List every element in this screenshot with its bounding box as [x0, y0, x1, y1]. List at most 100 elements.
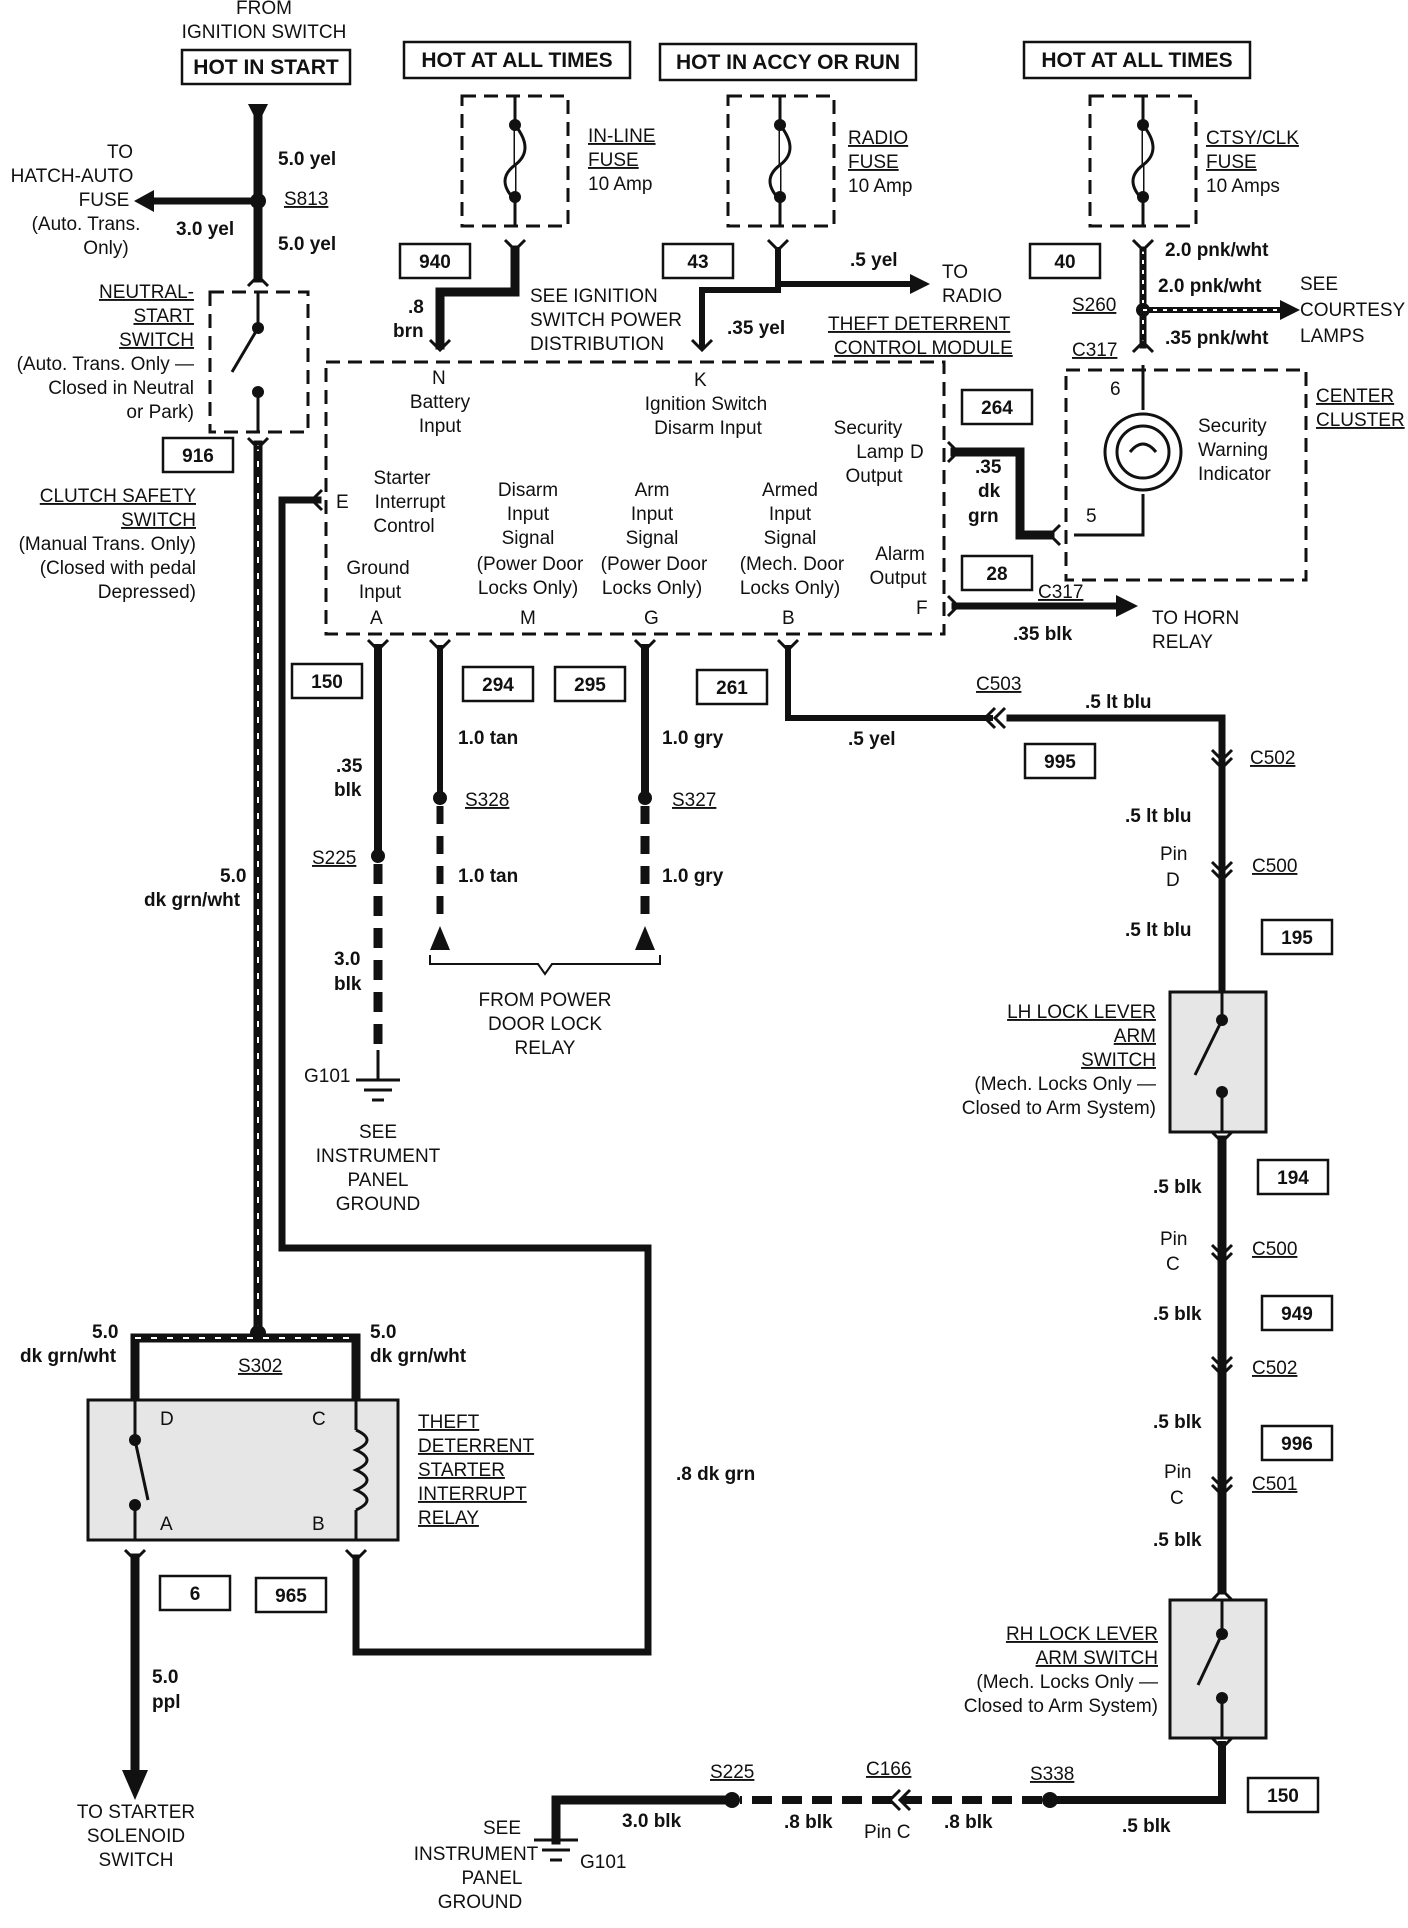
svg-text:or Park): or Park)	[126, 402, 194, 423]
svg-text:Starter: Starter	[373, 468, 431, 489]
svg-text:10 Amp: 10 Amp	[848, 176, 912, 197]
svg-text:Security: Security	[834, 418, 903, 439]
svg-text:INSTRUMENT: INSTRUMENT	[414, 1844, 539, 1865]
svg-text:SOLENOID: SOLENOID	[87, 1826, 185, 1847]
arrow-radio	[910, 274, 930, 294]
splice-s328-dot	[433, 791, 447, 805]
center-cluster	[1064, 368, 1308, 582]
svg-text:10 Amp: 10 Amp	[588, 174, 652, 195]
wire-label: .5 blk	[1122, 1816, 1171, 1837]
connector-label: D	[1166, 870, 1180, 891]
connector-label: C503	[976, 674, 1021, 695]
wire-label: 5.0 yel	[278, 234, 336, 255]
svg-text:N: N	[432, 368, 446, 389]
svg-text:SEE IGNITION: SEE IGNITION	[530, 286, 658, 307]
wire-8-dkgrn	[278, 496, 652, 1656]
wire-label: brn	[393, 321, 424, 342]
wire-label: 1.0 tan	[458, 866, 518, 887]
rh-lock-lever-switch	[1168, 1598, 1268, 1740]
wire-label: 1.0 gry	[662, 866, 724, 887]
circuit-995: 995	[1044, 752, 1076, 773]
svg-text:Disarm Input: Disarm Input	[654, 418, 762, 439]
header-box-hot-accy	[658, 42, 918, 82]
radio-fuse	[726, 94, 836, 228]
circuit-940: 940	[419, 252, 451, 273]
wire-label: .8 blk	[944, 1812, 993, 1833]
splice-labels: S813 S260 S225 S328 S327 S302 S225 S338	[238, 189, 1116, 1785]
wire-label: 1.0 tan	[458, 728, 518, 749]
wire-label: 3.0 yel	[176, 219, 234, 240]
svg-text:LAMPS: LAMPS	[1300, 326, 1364, 347]
svg-text:E: E	[336, 492, 349, 513]
wire-label: .35 pnk/wht	[1165, 328, 1269, 349]
connector-label: C	[1166, 1254, 1180, 1275]
svg-text:CLUTCH SAFETY: CLUTCH SAFETY	[40, 486, 197, 507]
circuit-949: 949	[1281, 1304, 1313, 1325]
splice-s327-dot	[638, 791, 652, 805]
svg-text:Disarm: Disarm	[498, 480, 558, 501]
svg-text:5: 5	[1086, 506, 1097, 527]
wire-label: .8 blk	[784, 1812, 833, 1833]
svg-text:THEFT DETERRENT: THEFT DETERRENT	[828, 314, 1011, 335]
wire-labels: 5.0 yel 3.0 yel 5.0 yel .8 brn .5 yel .3…	[20, 149, 1269, 1837]
svg-text:FUSE: FUSE	[79, 190, 130, 211]
svg-text:B: B	[782, 608, 795, 629]
circuit-264: 264	[981, 398, 1013, 419]
arrow-hatch	[134, 190, 154, 212]
wire-label: .8 dk grn	[676, 1464, 755, 1485]
wire-label: grn	[968, 506, 999, 527]
pdl-brace	[429, 955, 661, 976]
circuit-294: 294	[482, 675, 514, 696]
svg-text:TO: TO	[942, 262, 968, 283]
svg-text:C: C	[312, 1409, 326, 1430]
header-box-hot-all-2	[1022, 40, 1252, 80]
svg-text:FUSE: FUSE	[848, 152, 899, 173]
svg-text:THEFT: THEFT	[418, 1412, 480, 1433]
connector-label: C501	[1252, 1474, 1297, 1495]
wire-label: dk	[978, 481, 1001, 502]
component-labels: TO HATCH-AUTO FUSE (Auto. Trans. Only) N…	[11, 126, 1406, 1913]
ns-blade	[230, 327, 260, 373]
ground-g101-a	[356, 1050, 400, 1102]
wire-5-blk-bottom	[1054, 1741, 1226, 1804]
circuit-150-b: 150	[1267, 1786, 1299, 1807]
svg-text:TO: TO	[107, 142, 133, 163]
connector-label: C500	[1252, 856, 1297, 877]
svg-text:GROUND: GROUND	[438, 1892, 522, 1913]
splice-label: S302	[238, 1356, 282, 1377]
wire-label: 3.0	[334, 949, 360, 970]
svg-text:Armed: Armed	[762, 480, 818, 501]
connector-label: C	[1170, 1488, 1184, 1509]
header-box-hot-in-start	[180, 48, 352, 86]
wire-label: dk grn/wht	[20, 1346, 117, 1367]
header-hot-all-times-2: HOT AT ALL TIMES	[1041, 49, 1232, 72]
circuit-194: 194	[1277, 1168, 1309, 1189]
svg-text:SWITCH: SWITCH	[121, 510, 196, 531]
svg-text:DOOR LOCK: DOOR LOCK	[488, 1014, 602, 1035]
ground-g101-label-a: G101	[304, 1066, 350, 1087]
svg-text:Locks Only): Locks Only)	[602, 578, 702, 599]
svg-text:Security: Security	[1198, 416, 1267, 437]
wire-label: .8	[408, 297, 424, 318]
svg-text:SEE: SEE	[359, 1122, 397, 1143]
svg-text:ARM: ARM	[1114, 1026, 1156, 1047]
svg-text:Input: Input	[769, 504, 812, 525]
svg-text:TO STARTER: TO STARTER	[77, 1802, 195, 1823]
svg-text:DISTRIBUTION: DISTRIBUTION	[530, 334, 664, 355]
wire-label: .5 blk	[1153, 1177, 1202, 1198]
svg-text:CTSY/CLK: CTSY/CLK	[1206, 128, 1299, 149]
wire-label: 3.0 blk	[622, 1811, 682, 1832]
inline-fuse	[460, 94, 570, 228]
svg-text:TO HORN: TO HORN	[1152, 608, 1239, 629]
wire-label: .5 blk	[1153, 1530, 1202, 1551]
svg-text:CONTROL MODULE: CONTROL MODULE	[834, 338, 1013, 359]
svg-text:Battery: Battery	[410, 392, 471, 413]
wire-label: .35	[336, 756, 363, 777]
wire-label: .5 lt blu	[1085, 692, 1152, 713]
wire-label: 5.0	[220, 866, 246, 887]
wire-label: 5.0	[92, 1322, 118, 1343]
svg-text:F: F	[916, 598, 928, 619]
connector-label: C502	[1250, 748, 1295, 769]
wire-5-ltblu	[1006, 714, 1226, 994]
